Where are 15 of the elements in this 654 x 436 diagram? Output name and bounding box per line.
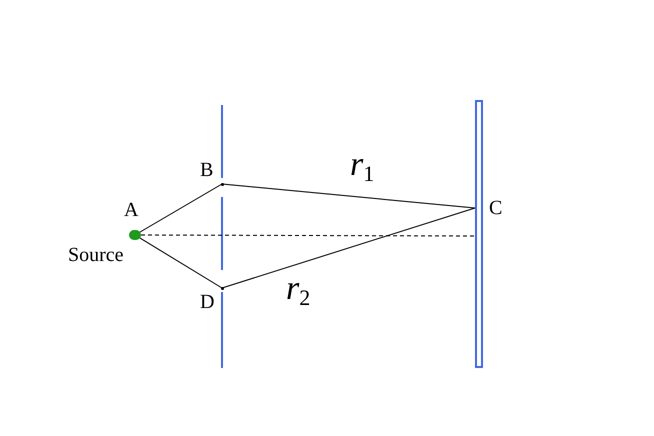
edge-label: r$_{2}$ [286,272,310,306]
point-label: A [124,200,138,220]
point-label: D [200,292,214,312]
edge-label: r$_{1}$ [350,148,374,182]
vertex-point [220,286,224,290]
ray-line [139,184,222,233]
ray-line [139,237,222,288]
screen [475,100,483,368]
vertex-point [220,182,224,186]
ray-line [222,208,476,288]
dashed-line [140,234,476,236]
point-label: B [200,160,214,180]
ray-line [222,184,476,208]
point-label: C [489,198,502,218]
point-label: Source [68,245,124,265]
